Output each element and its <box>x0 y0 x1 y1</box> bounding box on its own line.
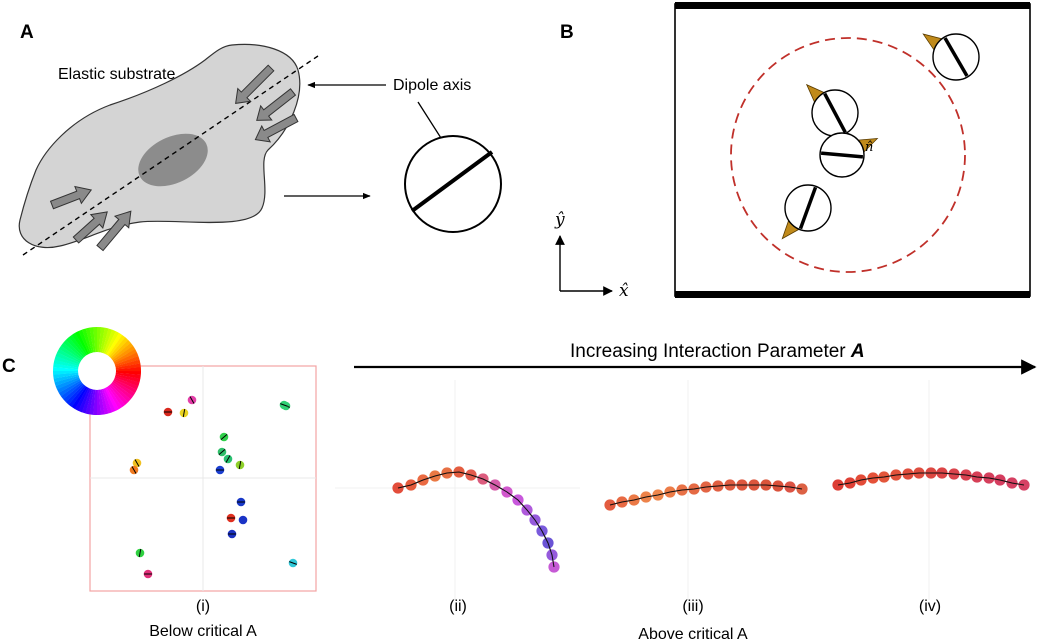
force-arrow <box>72 211 108 244</box>
force-arrow <box>96 210 132 252</box>
cell-dot <box>187 395 197 405</box>
snapshot-i-cells <box>129 395 298 579</box>
cell-dot <box>219 432 229 442</box>
panel-a: A Elastic substrate Dipole axis <box>18 22 502 256</box>
label-iv: (iv) <box>919 598 941 615</box>
force-arrows <box>49 64 299 252</box>
force-arrow <box>235 64 275 104</box>
force-arrow <box>256 88 297 121</box>
force-arrow <box>254 113 299 143</box>
y-axis-label: ŷ <box>554 210 565 230</box>
bottom-wall <box>675 291 1030 298</box>
chain-snapshots <box>392 466 1030 573</box>
chain-cell <box>1018 479 1030 491</box>
cell-dot <box>238 515 248 525</box>
cell-dot <box>279 400 289 410</box>
chain-ii <box>392 466 560 573</box>
cell-dot <box>215 465 225 475</box>
chain-iv <box>832 467 1030 491</box>
cell-dot <box>223 454 233 464</box>
dipole-bar <box>943 37 969 77</box>
dipole-bar <box>798 186 818 230</box>
cell-dot <box>129 465 139 475</box>
cell-nucleus <box>138 133 208 187</box>
label-iii: (iii) <box>682 598 703 615</box>
cell-dot <box>135 548 145 558</box>
cell-dot <box>226 513 236 523</box>
n-hat-label: n̂ <box>865 140 873 155</box>
cell-dot <box>132 458 142 468</box>
cell-dot <box>163 407 173 417</box>
chain-iii <box>604 479 808 511</box>
dipole-cell <box>805 83 859 137</box>
label-ii: (ii) <box>449 598 467 615</box>
hue-wheel-hole <box>78 352 116 390</box>
cell-dot <box>227 529 237 539</box>
below-critical-label: Below critical A <box>149 623 257 640</box>
label-i: (i) <box>196 598 210 615</box>
dipole-model-circle <box>404 135 502 233</box>
cell-group <box>781 33 980 240</box>
cell-dot <box>236 497 246 507</box>
dipole-cell <box>922 33 980 81</box>
coordinate-axes: ŷ x̂ <box>554 210 629 301</box>
interaction-title: Increasing Interaction Parameter A <box>570 341 865 362</box>
panel-c-letter: C <box>2 356 16 377</box>
panel-b-letter: B <box>560 22 574 43</box>
dipole-bar <box>820 151 864 159</box>
force-arrow <box>49 185 93 210</box>
x-axis-label: x̂ <box>619 281 629 301</box>
dipole-bar <box>823 92 847 134</box>
panel-c: C Increasing Interaction Parameter A (i)… <box>2 327 1037 642</box>
panel-a-letter: A <box>20 22 34 43</box>
cell-dot <box>217 447 227 457</box>
cell-dot <box>288 558 298 568</box>
dipole-axis-label: Dipole axis <box>393 77 471 94</box>
top-wall <box>675 2 1030 9</box>
cell-dot <box>179 408 189 418</box>
dipole-cell <box>819 132 879 178</box>
dipole-cell <box>781 184 832 240</box>
cell-dot <box>235 460 245 470</box>
cell-dot <box>143 569 153 579</box>
substrate-label: Elastic substrate <box>58 66 175 83</box>
above-critical-label: Above critical A <box>638 626 748 642</box>
boundary-circle <box>730 37 966 273</box>
panel-b: B n̂ ŷ x̂ <box>554 2 1031 301</box>
